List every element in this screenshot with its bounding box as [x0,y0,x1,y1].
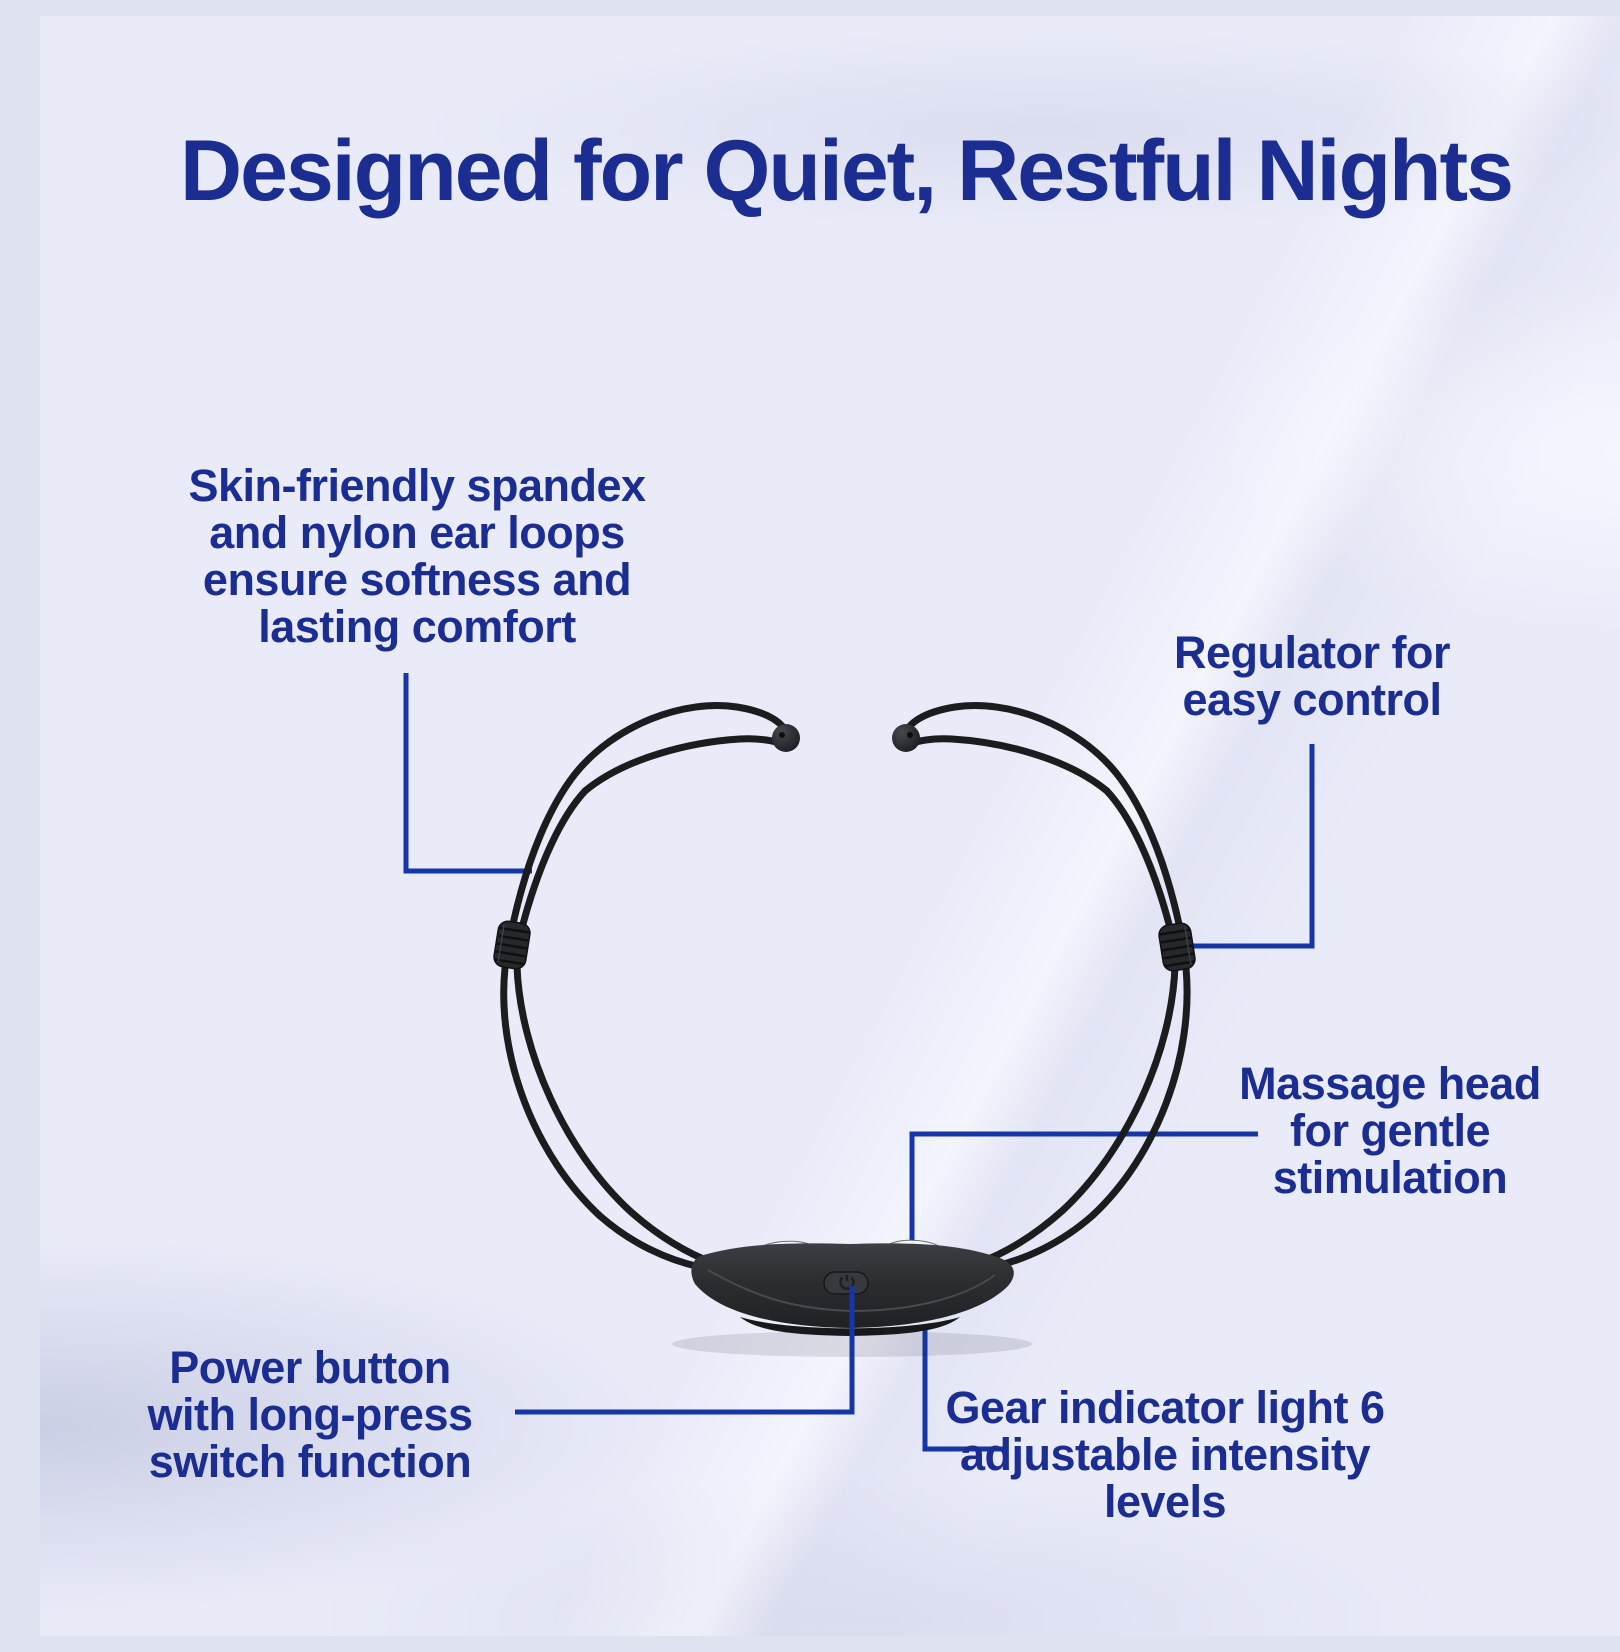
callout-line: levels [1103,1476,1227,1527]
callout-line: and nylon ear loops [209,507,625,558]
callout-regulator: Regulator for easy control [1173,627,1451,725]
ball-tip-right-detail [907,732,913,738]
ball-tip-left [772,724,800,752]
page-title: Designed for Quiet, Restful Nights [180,123,1514,219]
callout-gear-indicator: Gear indicator light 6 adjustable intens… [945,1382,1385,1527]
ear-loop-cord-right [901,702,1191,1271]
callout-line: Power button [169,1342,451,1393]
callout-line: easy control [1182,674,1442,725]
product-image [493,702,1196,1357]
callout-line: Regulator for [1173,627,1451,678]
callout-line: with long-press [147,1389,473,1440]
power-button [823,1271,869,1295]
callout-line: adjustable intensity [959,1429,1371,1480]
device-base [740,1317,960,1336]
ball-tip-right [892,724,920,752]
callout-line: Skin-friendly spandex [188,460,646,511]
callout-line: Gear indicator light 6 [945,1382,1385,1433]
leader-ear-loops [403,673,532,874]
ear-loop-cord-left [500,702,791,1271]
callout-line: stimulation [1272,1152,1508,1203]
callout-power-button: Power button with long-press switch func… [147,1342,473,1487]
product-feature-infographic: Designed for Quiet, Restful Nights [40,16,1620,1636]
callout-ear-loops: Skin-friendly spandex and nylon ear loop… [188,460,646,652]
callout-line: switch function [148,1436,472,1487]
callout-massage-head: Massage head for gentle stimulation [1239,1060,1541,1201]
callout-line: Massage head [1239,1058,1541,1109]
callout-line: for gentle [1289,1105,1491,1156]
callout-line: ensure softness and [202,554,632,605]
cord-adjuster-right [1158,922,1196,972]
product-diagram-canvas [403,673,1315,1452]
leader-lines [403,673,1315,1452]
ball-tip-left-detail [779,732,785,738]
leader-regulator [1188,744,1315,949]
cord-adjuster-left [493,920,531,970]
power-icon [839,1275,855,1290]
leader-gear-indicator [922,1326,1003,1452]
leader-massage-head [909,1131,1258,1252]
callout-line: lasting comfort [258,601,576,652]
leader-power-button [515,1286,855,1415]
